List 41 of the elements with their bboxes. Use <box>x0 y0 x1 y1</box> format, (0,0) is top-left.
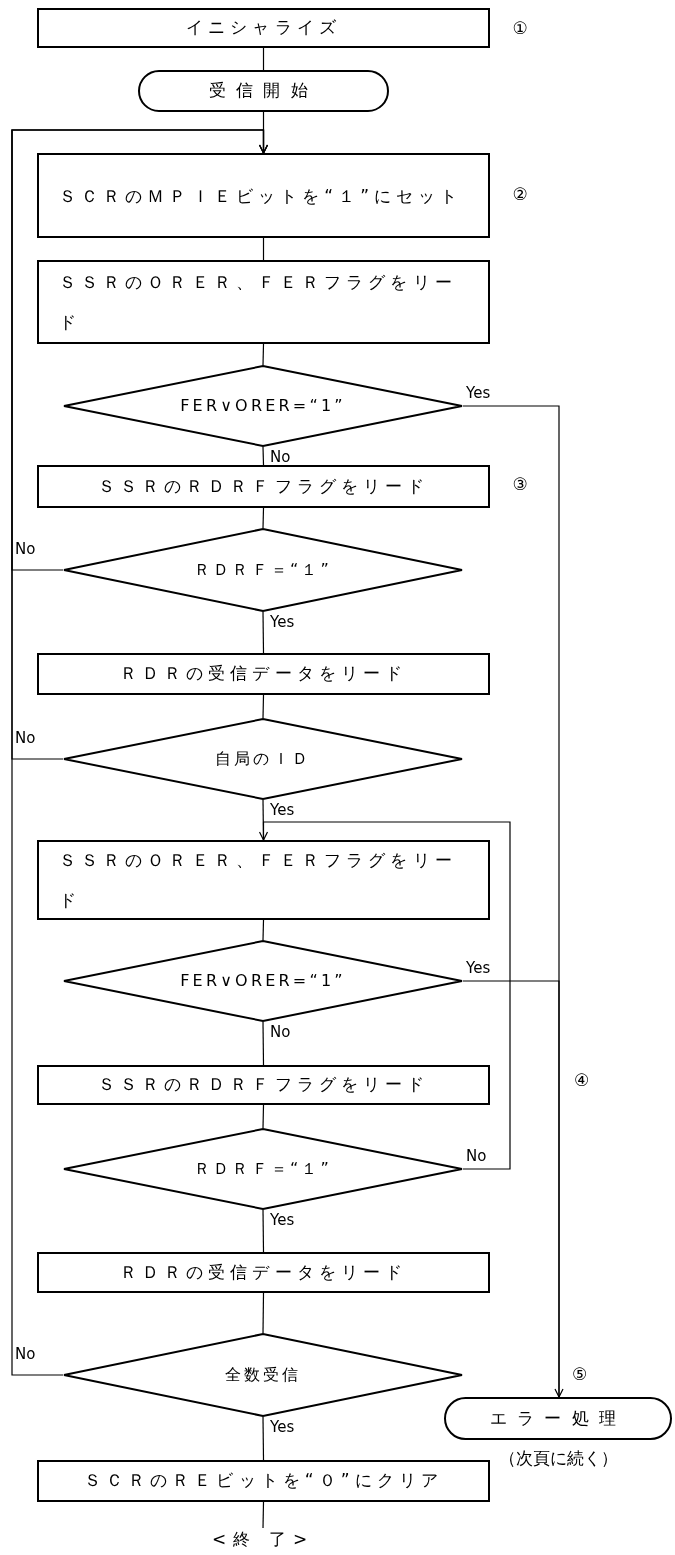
flow-arrow <box>462 980 564 1398</box>
terminal-box: 受信開始 <box>138 70 389 112</box>
flow-line <box>262 1416 265 1461</box>
process-box: ＳＳＲのＲＤＲＦフラグをリード <box>37 465 490 508</box>
process-box: ＳＳＲのＯＲＥＲ、ＦＥＲフラグをリード <box>37 260 490 344</box>
process-box: ＲＤＲの受信データをリード <box>37 653 490 695</box>
flow-line <box>262 1501 265 1529</box>
decision-diamond: ＲＤＲＦ＝“１” <box>63 1128 463 1210</box>
process-box: ＲＤＲの受信データをリード <box>37 1252 490 1293</box>
decision-diamond: FER∨ORER=“1” <box>63 940 463 1022</box>
flow-line <box>262 47 265 71</box>
flow-line <box>262 919 265 941</box>
process-box: イニシャライズ <box>37 8 490 48</box>
step-number: ① <box>511 17 529 40</box>
flow-line <box>262 1104 265 1129</box>
process-box: ＳＳＲのＲＤＲＦフラグをリード <box>37 1065 490 1105</box>
flow-line <box>262 1209 265 1253</box>
flow-arrow <box>11 129 269 1376</box>
flow-line <box>262 694 265 719</box>
flow-line <box>262 343 265 366</box>
decision-diamond: ＲＤＲＦ＝“１” <box>63 528 463 612</box>
flow-line <box>262 1292 265 1334</box>
step-number: ④ <box>574 1069 590 1092</box>
note-text: （次頁に続く） <box>497 1447 619 1470</box>
end-text: <終 了> <box>203 1528 323 1552</box>
flow-line <box>262 611 265 654</box>
process-box: ＳＳＲのＯＲＥＲ、ＦＥＲフラグをリード <box>37 840 490 920</box>
flow-line <box>262 1021 265 1066</box>
flow-line <box>262 237 265 261</box>
terminal-box: エラー処理 <box>444 1397 672 1440</box>
process-box: ＳＣＲのＭＰＩＥビットを“１”にセット <box>37 153 490 238</box>
decision-diamond: FER∨ORER=“1” <box>63 365 463 447</box>
decision-diamond: 全数受信 <box>63 1333 463 1417</box>
decision-diamond: 自局のＩＤ <box>63 718 463 800</box>
process-box: ＳＣＲのＲＥビットを“０”にクリア <box>37 1460 490 1502</box>
step-number: ⑤ <box>572 1363 588 1386</box>
step-number: ③ <box>511 473 529 496</box>
flow-line <box>262 446 265 466</box>
flow-line <box>262 507 265 529</box>
flow-arrow <box>258 821 511 1170</box>
step-number: ② <box>511 183 529 206</box>
